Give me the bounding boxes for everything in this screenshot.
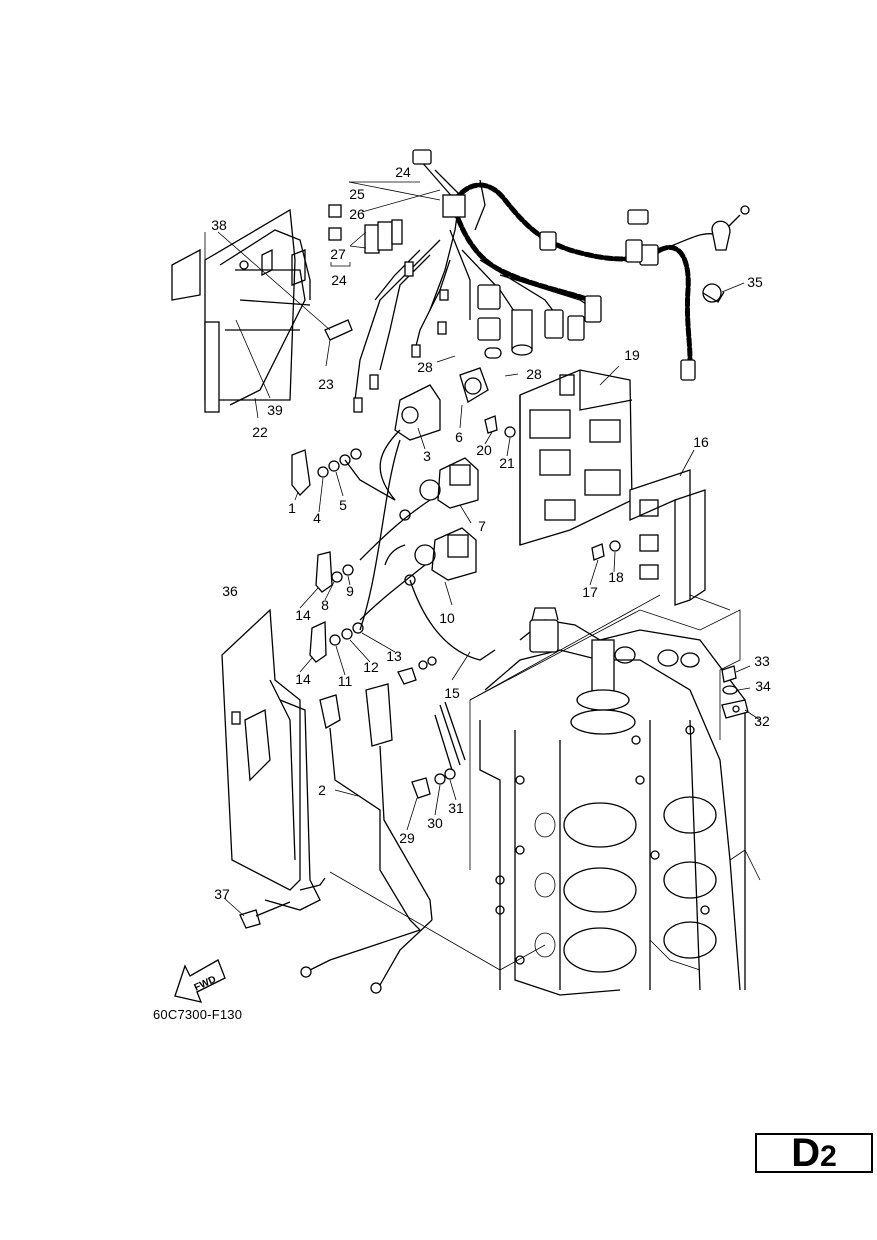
page-id-number: 2 (820, 1140, 837, 1173)
callout-32: 32 (754, 713, 770, 729)
callout-10: 10 (439, 610, 455, 626)
callout-37: 37 (214, 886, 230, 902)
page-id-letter: D (791, 1131, 821, 1175)
callout-26: 26 (349, 206, 365, 222)
cover-assembly (171, 208, 353, 413)
callout-23: 23 (318, 376, 334, 392)
callout-36: 36 (222, 583, 238, 599)
callout-2: 2 (318, 782, 326, 798)
callout-29: 29 (399, 830, 415, 846)
callout-22: 22 (252, 424, 268, 440)
callout-35: 35 (747, 274, 763, 290)
callout-14a: 14 (295, 607, 311, 623)
callout-25: 25 (349, 186, 365, 202)
leader-lines (204, 181, 761, 917)
callout-11: 11 (338, 673, 353, 689)
cylinder-bores (534, 796, 717, 973)
callout-5: 5 (339, 497, 347, 513)
callout-13: 13 (386, 648, 402, 664)
callout-3: 3 (423, 448, 431, 464)
callout-1: 1 (288, 500, 296, 516)
callout-21: 21 (499, 455, 515, 471)
callout-30: 30 (427, 815, 443, 831)
callout-4: 4 (313, 510, 321, 526)
electrical-bracket (221, 608, 326, 911)
callout-7: 7 (478, 518, 486, 534)
callout-31: 31 (448, 800, 464, 816)
fwd-arrow: FWD (174, 959, 226, 1003)
callout-6: 6 (455, 429, 463, 445)
callout-33: 33 (754, 653, 770, 669)
drawing-code: 60C7300-F130 (153, 1007, 243, 1022)
battery-cable (300, 683, 433, 994)
callout-27: 27 (330, 246, 346, 262)
callout-24b: 24 (331, 272, 347, 288)
callout-16: 16 (693, 434, 709, 450)
callout-15: 15 (444, 685, 460, 701)
wire-harness (328, 149, 750, 413)
engine-block (469, 607, 761, 996)
callout-19: 19 (624, 347, 640, 363)
callout-8: 8 (321, 597, 329, 613)
callout-39: 39 (267, 402, 283, 418)
hardware-small (239, 415, 749, 929)
callout-labels: 1 2 3 4 5 6 7 8 9 10 11 12 13 14 14 15 1… (211, 164, 771, 902)
callout-12: 12 (363, 659, 379, 675)
callout-20: 20 (476, 442, 492, 458)
callout-38: 38 (211, 217, 227, 233)
cdi-bracket (629, 469, 706, 606)
callout-24a: 24 (395, 164, 411, 180)
callout-18: 18 (608, 569, 624, 585)
callout-9: 9 (346, 583, 354, 599)
callout-28a: 28 (417, 359, 433, 375)
ignition-coils (344, 367, 496, 661)
callout-28b: 28 (526, 366, 542, 382)
cdi-unit (519, 369, 633, 546)
callout-14b: 14 (295, 671, 311, 687)
callout-34: 34 (755, 678, 771, 694)
callout-17: 17 (582, 584, 598, 600)
flange-bolts (495, 725, 710, 965)
